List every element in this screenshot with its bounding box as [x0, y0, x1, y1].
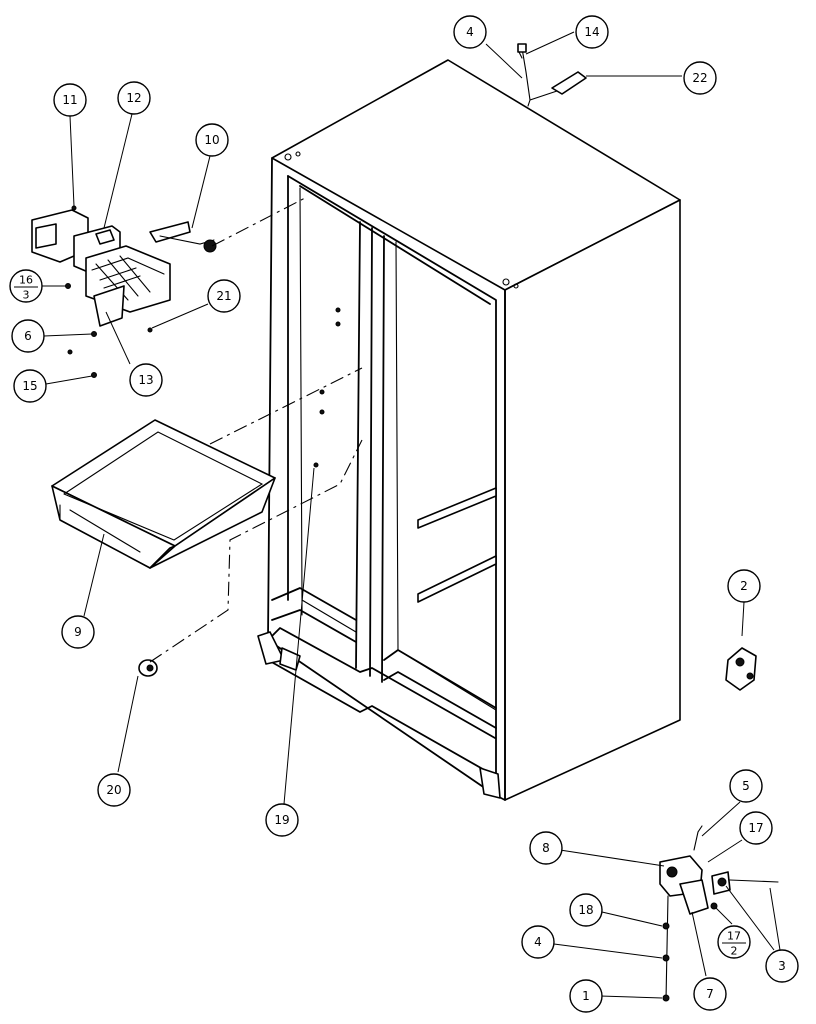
callout-21: 21 [207, 279, 241, 313]
svg-text:22: 22 [692, 71, 707, 85]
callout-18: 18 [569, 893, 603, 927]
callout-11: 11 [53, 83, 87, 117]
svg-text:3: 3 [778, 959, 786, 973]
svg-text:15: 15 [22, 379, 37, 393]
svg-text:1: 1 [582, 989, 590, 1003]
svg-text:17: 17 [727, 930, 741, 943]
svg-text:13: 13 [138, 373, 153, 387]
callout-3: 3 [765, 949, 799, 983]
svg-text:14: 14 [584, 25, 599, 39]
svg-text:7: 7 [706, 987, 714, 1001]
valve-part [725, 647, 757, 691]
svg-text:19: 19 [274, 813, 289, 827]
callout-1: 1 [569, 979, 603, 1013]
callout-4-top: 4 [453, 15, 487, 49]
svg-text:11: 11 [62, 93, 77, 107]
callout-14: 14 [575, 15, 609, 49]
callout-leaders [42, 31, 781, 999]
water-valve-assembly [659, 825, 779, 1002]
callout-16-3: 16 3 [9, 269, 43, 303]
callout-10: 10 [195, 123, 229, 157]
callout-7: 7 [693, 977, 727, 1011]
svg-text:4: 4 [466, 25, 474, 39]
callout-17: 17 [739, 811, 773, 845]
callout-4-bottom: 4 [521, 925, 555, 959]
callout-5: 5 [729, 769, 763, 803]
svg-text:18: 18 [578, 903, 593, 917]
svg-text:17: 17 [748, 821, 763, 835]
svg-text:3: 3 [23, 289, 30, 302]
svg-text:21: 21 [216, 289, 231, 303]
knob-part [138, 659, 158, 677]
svg-text:4: 4 [534, 935, 542, 949]
svg-text:12: 12 [126, 91, 141, 105]
callout-15: 15 [13, 369, 47, 403]
ice-maker-assembly [31, 205, 217, 378]
svg-text:16: 16 [19, 274, 33, 287]
callout-19: 19 [265, 803, 299, 837]
svg-text:8: 8 [542, 841, 550, 855]
callout-9: 9 [61, 615, 95, 649]
ice-bin [51, 419, 276, 569]
svg-text:6: 6 [24, 329, 32, 343]
callout-2-right: 2 [727, 569, 761, 603]
svg-text:2: 2 [740, 579, 748, 593]
refrigerator-cabinet [257, 59, 681, 801]
callout-8: 8 [529, 831, 563, 865]
callout-6: 6 [11, 319, 45, 353]
callout-17-2: 17 2 [717, 925, 751, 959]
svg-text:9: 9 [74, 625, 82, 639]
callout-22: 22 [683, 61, 717, 95]
svg-text:20: 20 [106, 783, 121, 797]
svg-text:2: 2 [731, 945, 738, 958]
callout-13: 13 [129, 363, 163, 397]
svg-text:5: 5 [742, 779, 750, 793]
assembly-lines [149, 197, 363, 663]
callout-12: 12 [117, 81, 151, 115]
svg-text:10: 10 [204, 133, 219, 147]
top-wiring [517, 43, 587, 107]
callout-20: 20 [97, 773, 131, 807]
